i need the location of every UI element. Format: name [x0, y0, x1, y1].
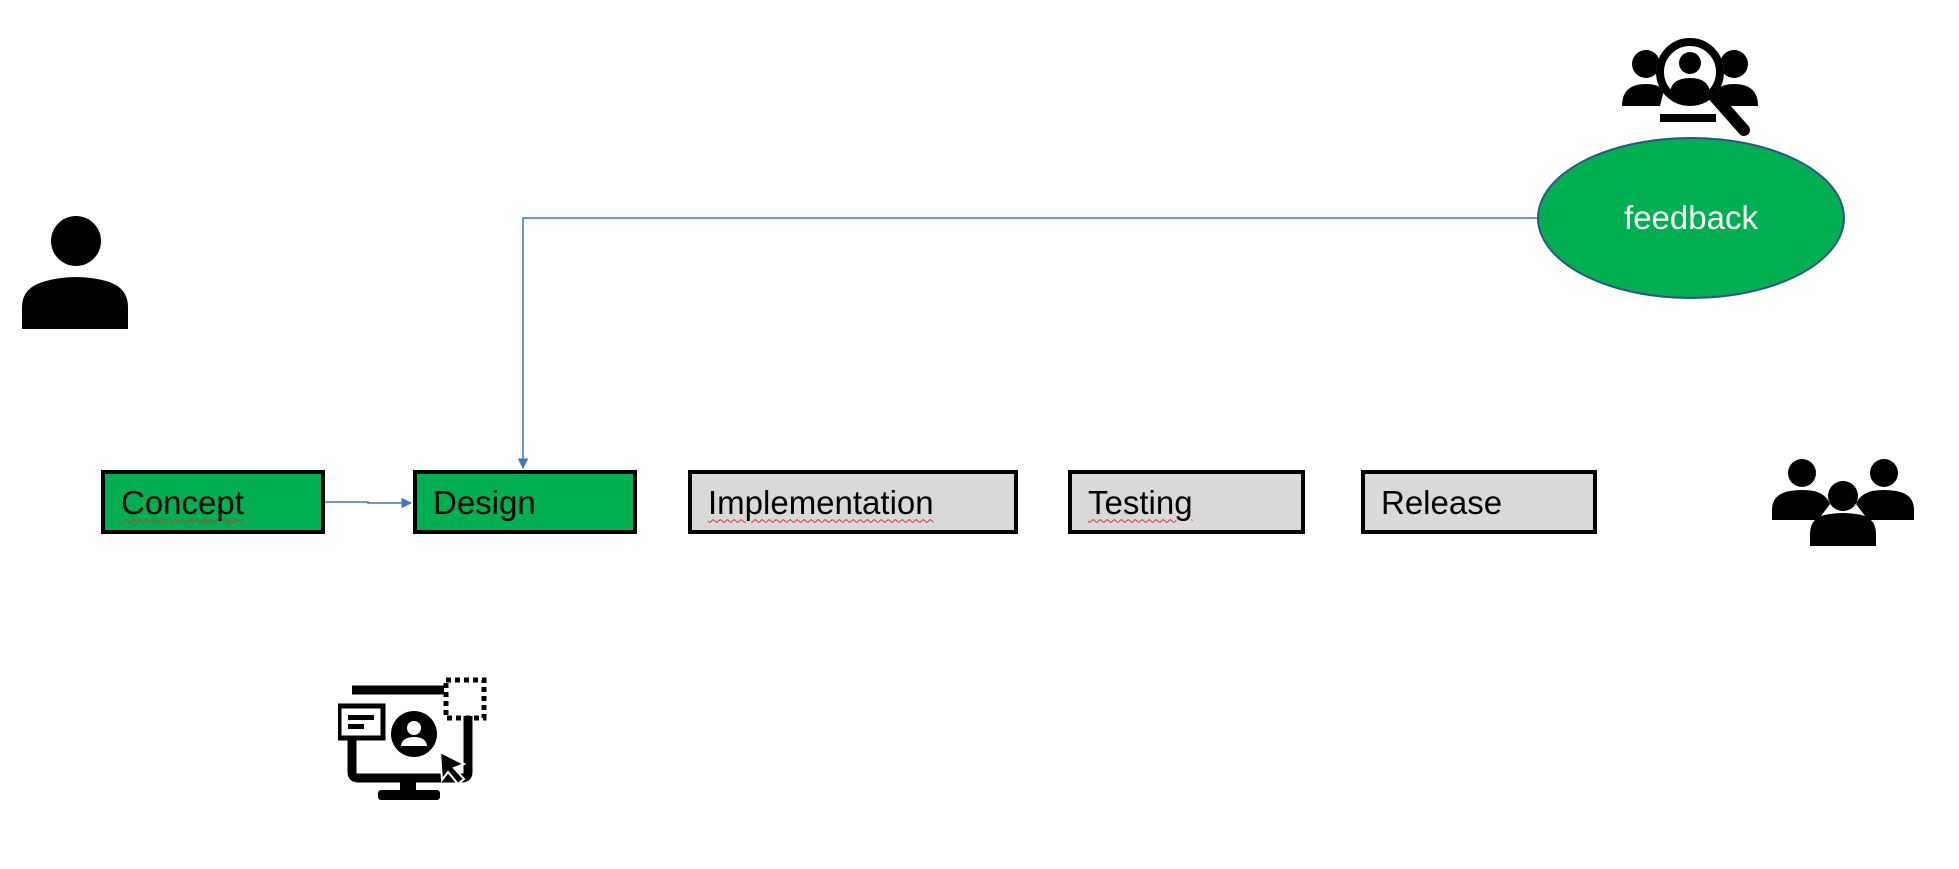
connector-concept-to-design — [325, 497, 413, 509]
team-icon — [1772, 459, 1914, 546]
feedback-ellipse[interactable]: feedback — [1537, 137, 1845, 299]
search-users-icon — [1622, 38, 1758, 136]
connector-feedback-to-design — [517, 217, 1537, 470]
stage-release-label: Release — [1381, 483, 1503, 521]
stage-implementation[interactable]: Implementation — [688, 470, 1018, 534]
stage-implementation-label: Implementation — [708, 483, 934, 521]
feedback-label: feedback — [1624, 199, 1758, 236]
user-icon — [22, 216, 128, 329]
stage-concept-label: Concept — [121, 483, 244, 521]
stage-concept[interactable]: Concept — [101, 470, 325, 534]
stage-testing-label: Testing — [1088, 483, 1193, 521]
ui-design-icon — [338, 677, 487, 800]
stage-testing[interactable]: Testing — [1068, 470, 1305, 534]
stage-release[interactable]: Release — [1361, 470, 1597, 534]
stage-design[interactable]: Design — [413, 470, 637, 534]
stage-design-label: Design — [433, 483, 536, 521]
